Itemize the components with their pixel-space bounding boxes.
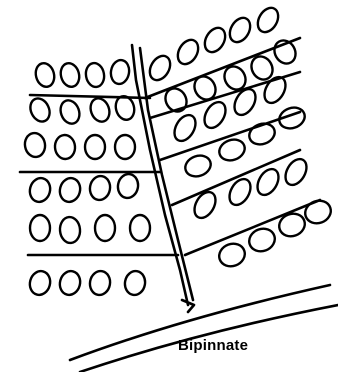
leaflet bbox=[201, 24, 230, 56]
leaflet bbox=[226, 14, 255, 46]
leaflet bbox=[27, 269, 53, 297]
leaflet bbox=[33, 61, 57, 89]
leaflet bbox=[123, 269, 147, 296]
leaflet bbox=[254, 4, 283, 36]
leaflet bbox=[146, 52, 175, 84]
leaflet bbox=[87, 96, 112, 125]
leaflet bbox=[246, 120, 277, 148]
leaflet bbox=[58, 61, 82, 89]
leaflet bbox=[182, 152, 213, 180]
leaflet bbox=[57, 269, 83, 297]
leaflet bbox=[54, 134, 76, 160]
diagram-caption: Bipinnate bbox=[178, 337, 248, 354]
leaflet bbox=[302, 197, 334, 227]
leaflet bbox=[109, 59, 131, 86]
leaflet bbox=[88, 174, 112, 201]
leaflet bbox=[59, 216, 81, 244]
leaflet bbox=[30, 215, 50, 241]
leaflet bbox=[27, 95, 53, 124]
leaflet bbox=[23, 131, 47, 158]
leaflet bbox=[253, 165, 283, 198]
leaflet bbox=[84, 62, 106, 89]
leaflet bbox=[85, 135, 105, 159]
leaflet bbox=[27, 176, 53, 204]
leaflet bbox=[95, 215, 115, 241]
leaflet bbox=[190, 188, 220, 221]
pinna-rachis-left-1 bbox=[30, 95, 150, 98]
leaflet bbox=[281, 155, 311, 188]
leaflet bbox=[57, 98, 82, 127]
leaflet bbox=[130, 215, 150, 241]
leaflet bbox=[116, 172, 140, 199]
leaflet bbox=[115, 135, 135, 159]
leaflet bbox=[174, 36, 203, 68]
leaflet bbox=[170, 111, 200, 144]
leaflet bbox=[200, 98, 230, 131]
leaflet bbox=[246, 225, 278, 255]
rachis-outline bbox=[140, 48, 193, 300]
leaflet bbox=[57, 176, 83, 204]
leaflet bbox=[216, 240, 248, 270]
leaflet bbox=[88, 269, 112, 296]
